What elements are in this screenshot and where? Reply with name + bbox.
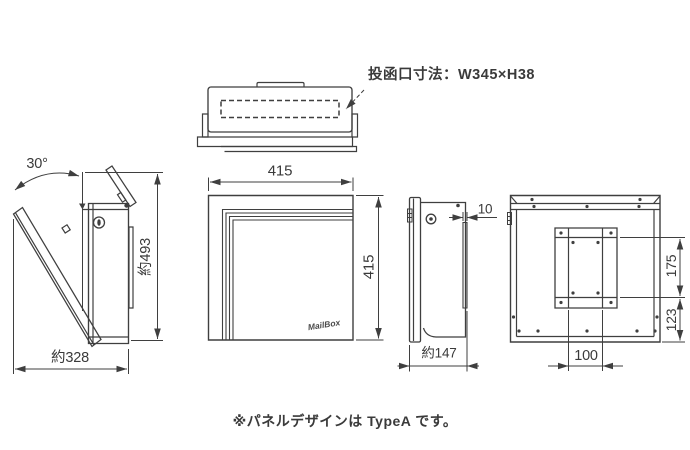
back-pitch-width-label: 100 [574, 347, 598, 364]
rear-spacer-plate [463, 223, 467, 309]
front-width-label: 415 [267, 162, 293, 180]
view-back [508, 196, 686, 372]
lock-icon [94, 217, 105, 228]
door-latch-detail [62, 225, 70, 233]
panel-step-1 [223, 210, 354, 341]
panel-step-3 [230, 217, 354, 341]
body-bar-lower [221, 147, 357, 152]
angle-label: 30° [26, 155, 48, 172]
lid-ear-right [352, 114, 358, 137]
open-height-label: 約493 [137, 238, 154, 276]
view-front [209, 178, 384, 341]
hinge-knuckle-back [508, 213, 512, 225]
lid-outline [208, 87, 352, 132]
side-body-outline [421, 203, 466, 338]
view-top [198, 83, 365, 152]
panel-step-2 [226, 213, 353, 340]
lid-tab-side [118, 193, 126, 203]
lid-hinge-pivot [124, 203, 129, 208]
body-screws [511, 197, 659, 333]
body-bar-upper [198, 137, 353, 147]
view-side [398, 198, 498, 372]
mount-plate-edge [129, 227, 133, 308]
hinge-knuckle [408, 209, 413, 222]
front-height-label: 415 [360, 254, 378, 280]
mount-plate [555, 228, 617, 308]
lid-tab [257, 83, 304, 88]
lock-icon-side [426, 214, 436, 224]
back-pitch-upper-label: 175 [663, 254, 679, 278]
plate-thickness-label: 10 [477, 201, 493, 217]
open-depth-label: 約328 [51, 349, 89, 366]
door-edge [410, 198, 421, 343]
slot-dimension-label: 投函口寸法：W345×H38 [368, 66, 535, 83]
panel-type-note: ※パネルデザインは TypeA です。 [232, 413, 458, 429]
panel-step-4 [233, 220, 353, 340]
back-pitch-lower-label: 123 [663, 308, 679, 332]
mail-slot-dashed [221, 101, 339, 118]
back-outline [511, 196, 661, 343]
side-depth-label: 約147 [421, 345, 457, 361]
view-side-open [14, 166, 164, 374]
front-panel-outline [209, 196, 354, 341]
slot-leader-line [346, 90, 364, 109]
lid-ear-left [203, 114, 209, 137]
angle-arc [15, 169, 79, 190]
screw-dot [456, 203, 460, 208]
door-open [14, 208, 102, 347]
mount-plate-screws [559, 231, 613, 305]
